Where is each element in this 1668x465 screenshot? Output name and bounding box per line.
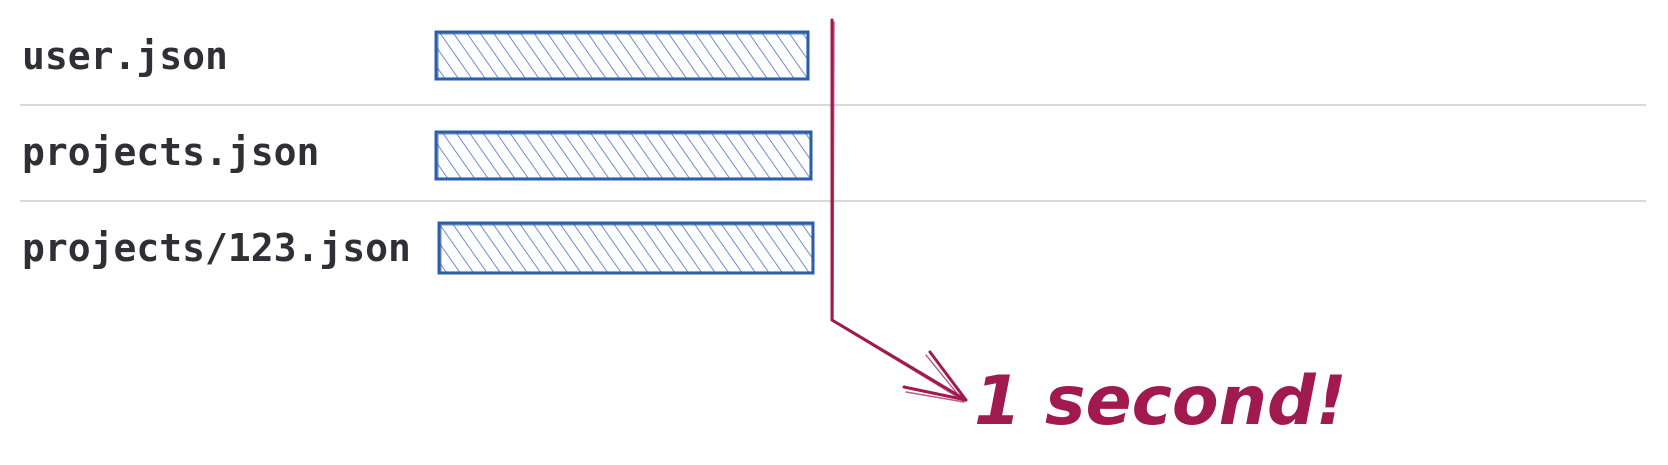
row-label-projects-json: projects.json [22,130,319,174]
row-label-projects-123-json: projects/123.json [22,226,411,270]
request-bar-projects-123-json [437,221,815,275]
request-bar-user-json [434,30,810,81]
request-bar-projects-json [434,130,813,181]
row-label-user-json: user.json [22,34,228,78]
time-marker [830,18,835,322]
arrow-icon [830,318,968,403]
annotation-label: 1 second! [974,362,1347,441]
